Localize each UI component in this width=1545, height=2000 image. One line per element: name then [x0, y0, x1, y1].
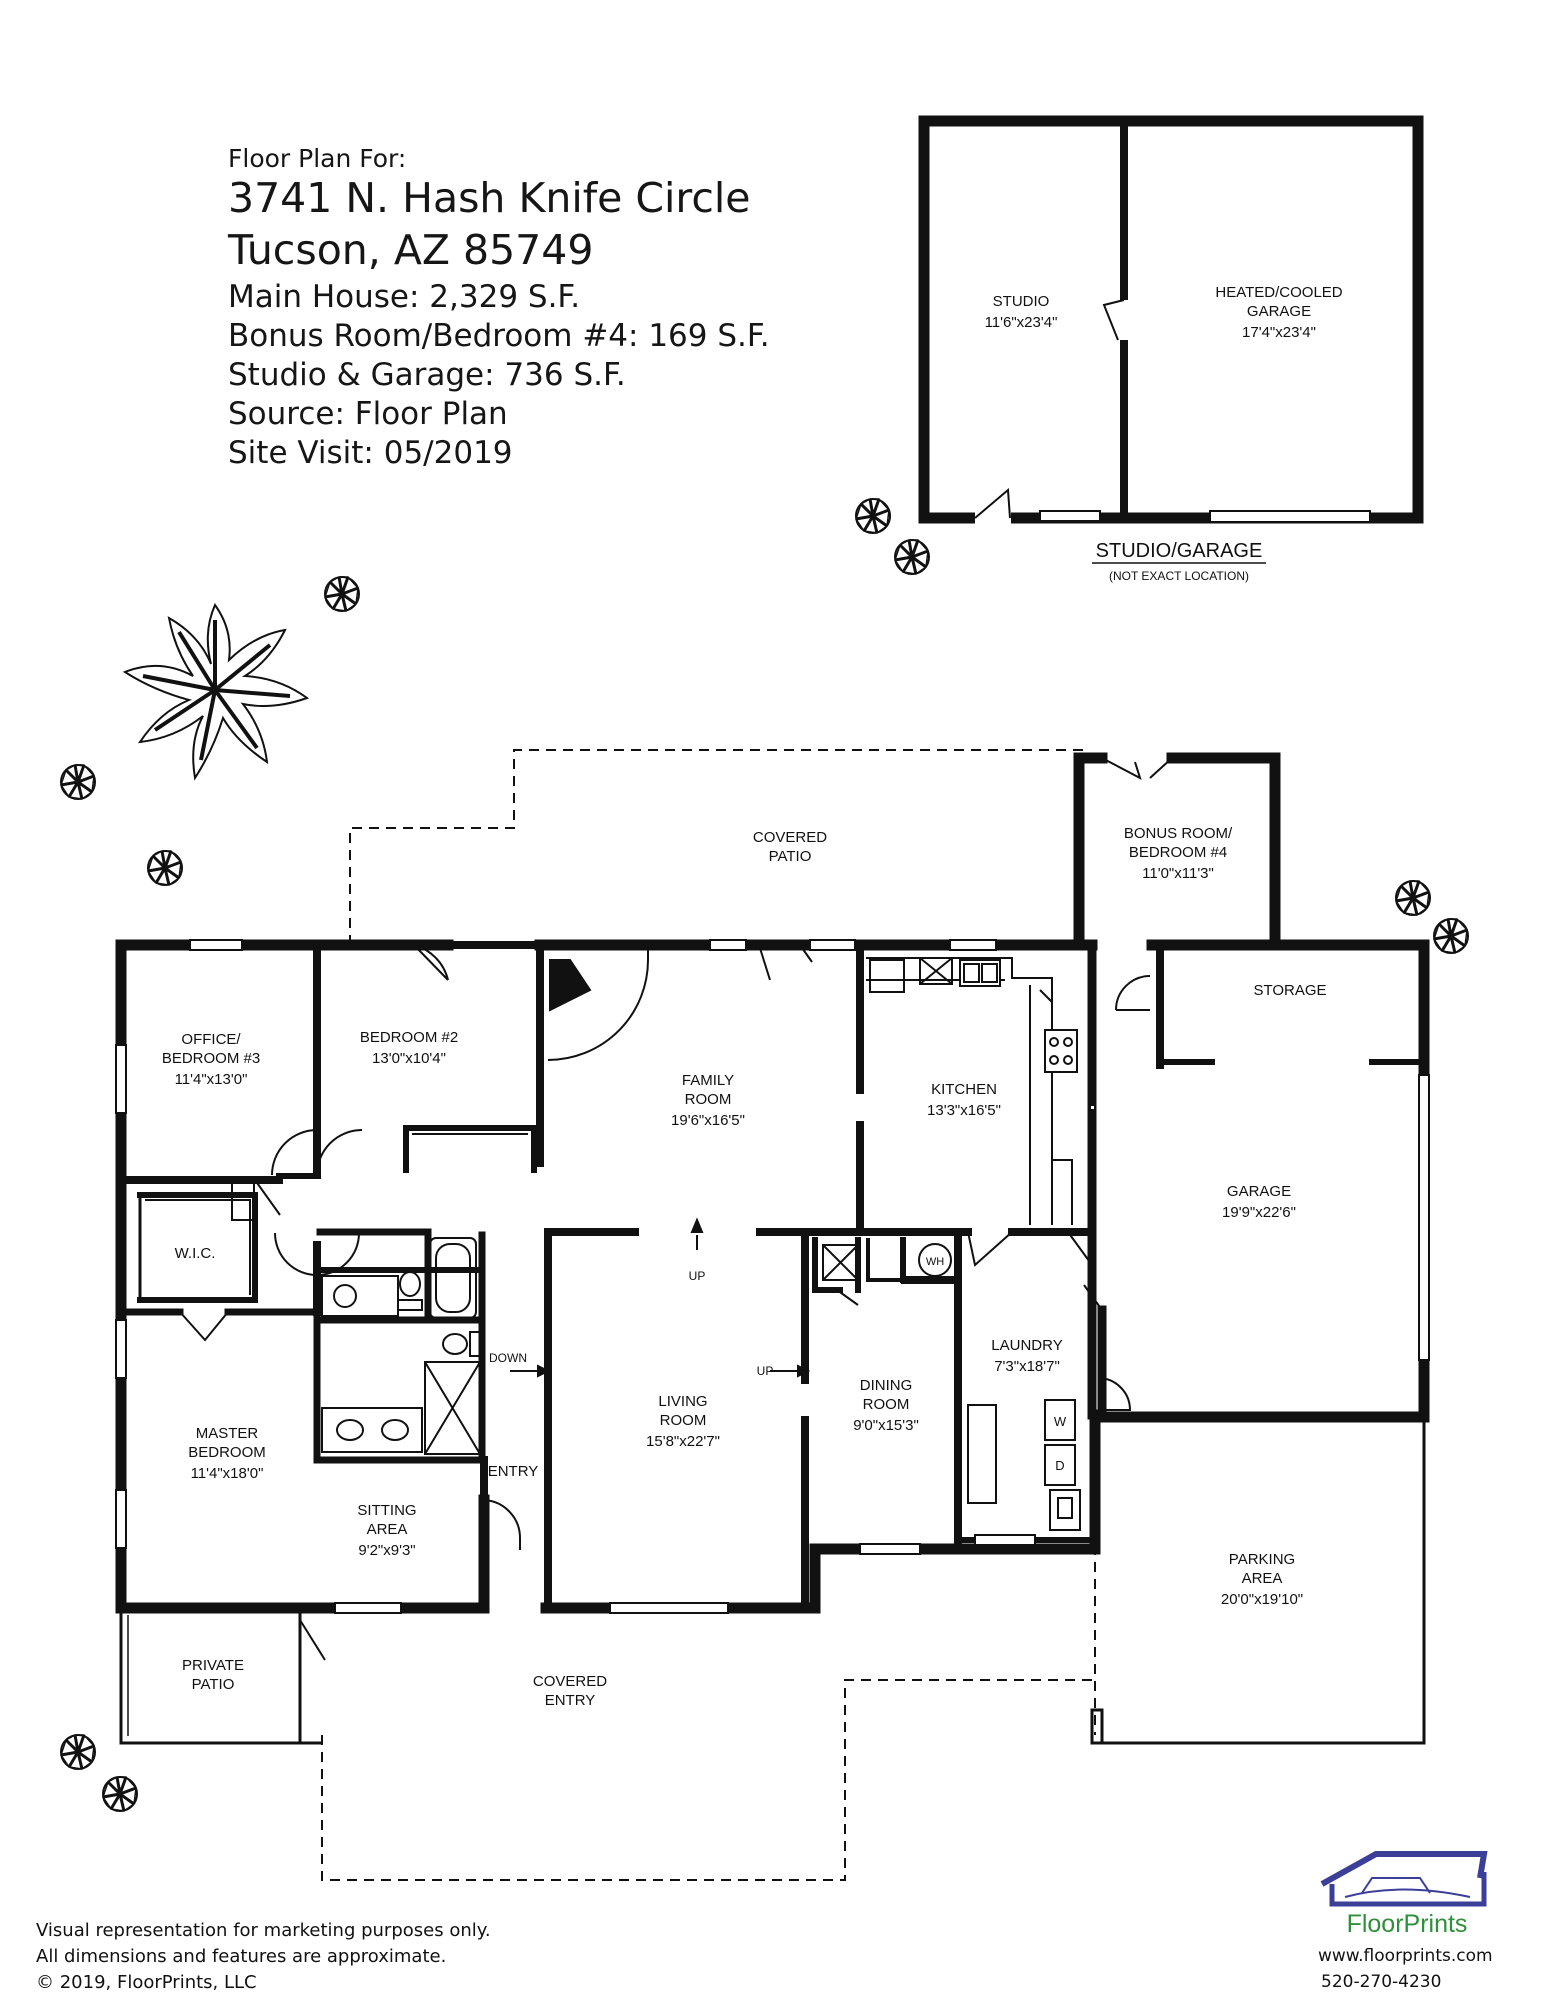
water-heater-marker: WH — [926, 1256, 944, 1268]
brand-name: FloorPrints — [1347, 1910, 1468, 1938]
sitting-label-2: AREA — [367, 1521, 408, 1538]
windows — [115, 939, 1430, 1614]
master-label-2: BEDROOM — [188, 1444, 266, 1461]
shrub-icon — [101, 1775, 139, 1813]
disclaimer-line-2: All dimensions and features are approxim… — [36, 1946, 447, 1967]
shrub-icon — [323, 575, 361, 613]
covered-area-outlines — [321, 749, 1096, 1881]
address-line-2: Tucson, AZ 85749 — [228, 226, 594, 274]
living-label-1: LIVING — [658, 1393, 707, 1410]
shrub-icon — [1432, 917, 1470, 955]
master-dims: 11'4"x18'0" — [191, 1465, 264, 1482]
header-intro: Floor Plan For: — [228, 144, 407, 173]
living-dims: 15'8"x22'7" — [646, 1433, 720, 1450]
dining-label-1: DINING — [860, 1377, 913, 1394]
phone-number: 520-270-4230 — [1321, 1972, 1442, 1992]
up-marker-2: UP — [757, 1364, 774, 1378]
bonus-room-label-1: BONUS ROOM/ — [1124, 825, 1233, 842]
covered-patio-label-1: COVERED — [753, 829, 827, 846]
wic-label: W.I.C. — [175, 1245, 216, 1262]
kitchen-dims: 13'3"x16'5" — [927, 1102, 1001, 1119]
interior-details — [119, 957, 1081, 1745]
source-line: Source: Floor Plan — [228, 396, 508, 432]
bonus-room-label-2: BEDROOM #4 — [1129, 844, 1227, 861]
garage-label: GARAGE — [1227, 1183, 1291, 1200]
shrub-icon — [893, 538, 931, 576]
family-room-label-1: FAMILY — [682, 1072, 734, 1089]
parking-dims: 20'0"x19'10" — [1221, 1591, 1303, 1608]
office-dims: 11'4"x13'0" — [175, 1071, 248, 1088]
dining-label-2: ROOM — [863, 1396, 910, 1413]
shrub-icon — [59, 763, 97, 801]
copyright-line: © 2019, FloorPrints, LLC — [36, 1972, 257, 1993]
studio-garage-building — [918, 115, 1424, 525]
washer-marker: W — [1054, 1414, 1067, 1429]
site-visit-line: Site Visit: 05/2019 — [228, 435, 513, 471]
studio-building-subtitle: (NOT EXACT LOCATION) — [1109, 569, 1249, 583]
living-label-2: ROOM — [660, 1412, 707, 1429]
family-room-dims: 19'6"x16'5" — [671, 1112, 745, 1129]
covered-patio-label-2: PATIO — [769, 848, 812, 865]
garage-dims: 19'9"x22'6" — [1222, 1204, 1296, 1221]
private-patio-label-1: PRIVATE — [182, 1657, 244, 1674]
bedroom2-dims: 13'0"x10'4" — [372, 1050, 446, 1067]
shrub-icon — [1394, 879, 1432, 917]
covered-entry-label-2: ENTRY — [545, 1692, 596, 1709]
office-label-2: BEDROOM #3 — [162, 1050, 260, 1067]
sitting-label-1: SITTING — [357, 1502, 416, 1519]
direction-arrows — [510, 1217, 811, 1378]
office-label-1: OFFICE/ — [181, 1031, 241, 1048]
bonus-room-area: Bonus Room/Bedroom #4: 169 S.F. — [228, 318, 770, 354]
dryer-marker: D — [1055, 1458, 1064, 1473]
heated-garage-label-1: HEATED/COOLED — [1215, 284, 1342, 301]
parking-label-2: AREA — [1242, 1570, 1283, 1587]
studio-dims: 11'6"x23'4" — [985, 314, 1058, 331]
sitting-dims: 9'2"x9'3" — [358, 1542, 415, 1559]
bedroom2-label: BEDROOM #2 — [360, 1029, 458, 1046]
kitchen-label: KITCHEN — [931, 1081, 997, 1098]
studio-building-title: STUDIO/GARAGE — [1096, 540, 1263, 562]
studio-garage-area: Studio & Garage: 736 S.F. — [228, 357, 626, 393]
shrub-icon — [59, 1733, 97, 1771]
shrub-icon — [146, 849, 184, 887]
bonus-room-dims: 11'0"x11'3" — [1142, 865, 1214, 882]
up-marker-1: UP — [689, 1269, 706, 1283]
studio-label: STUDIO — [993, 293, 1050, 310]
floorprints-logo-icon — [1320, 1851, 1488, 1907]
tree-icon — [122, 603, 310, 781]
laundry-label: LAUNDRY — [991, 1337, 1062, 1354]
private-patio-label-2: PATIO — [192, 1676, 235, 1693]
master-label-1: MASTER — [196, 1425, 259, 1442]
entry-label: ENTRY — [488, 1463, 539, 1480]
website-link[interactable]: www.floorprints.com — [1318, 1946, 1493, 1966]
laundry-dims: 7'3"x18'7" — [994, 1358, 1060, 1375]
covered-entry-label-1: COVERED — [533, 1673, 607, 1690]
heated-garage-dims: 17'4"x23'4" — [1242, 324, 1316, 341]
door-swings — [179, 757, 1173, 1661]
shrub-icon — [854, 497, 892, 535]
family-room-label-2: ROOM — [685, 1091, 732, 1108]
main-house-area: Main House: 2,329 S.F. — [228, 279, 581, 315]
heated-garage-label-2: GARAGE — [1247, 303, 1311, 320]
parking-label-1: PARKING — [1229, 1551, 1295, 1568]
down-marker: DOWN — [489, 1351, 527, 1365]
disclaimer-line-1: Visual representation for marketing purp… — [36, 1920, 491, 1941]
dining-dims: 9'0"x15'3" — [853, 1417, 919, 1434]
address-line-1: 3741 N. Hash Knife Circle — [228, 174, 751, 222]
storage-label: STORAGE — [1253, 982, 1326, 999]
